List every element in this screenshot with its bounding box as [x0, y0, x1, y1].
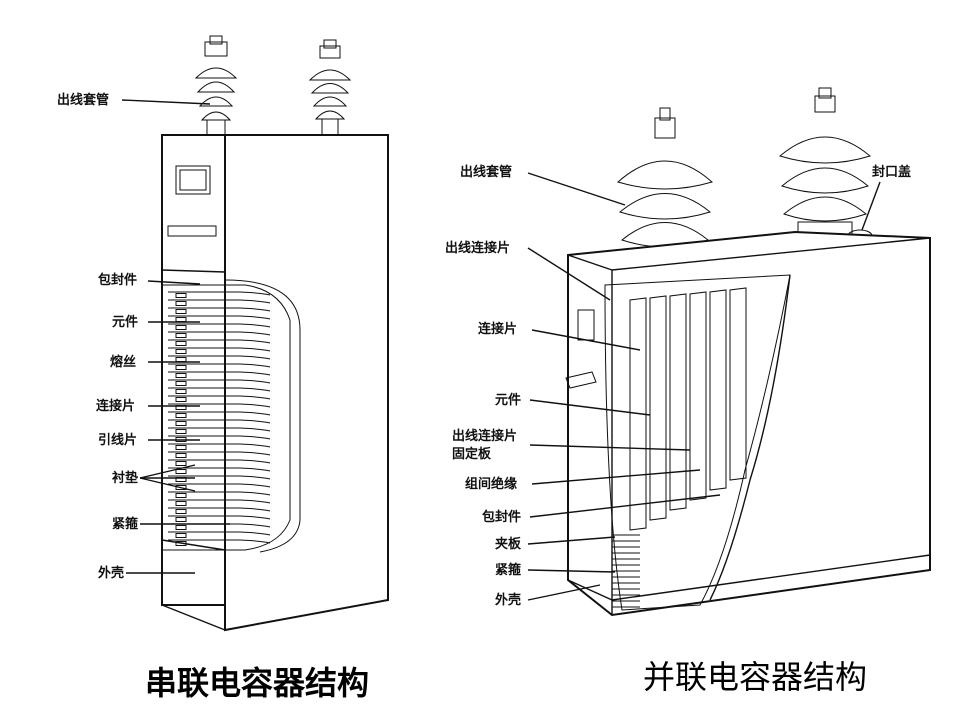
right-bushing-2: [778, 87, 873, 249]
label-clamp-left: 紧箍: [112, 516, 138, 532]
left-element-stack: [161, 279, 301, 553]
label-element-right: 元件: [495, 392, 521, 408]
label-group-insulation-right: 组间绝缘: [465, 476, 517, 492]
label-connector-right: 连接片: [478, 321, 517, 337]
label-fuse-left: 熔丝: [110, 354, 136, 370]
label-seal-cap-right: 封口盖: [872, 164, 911, 180]
left-shell: [161, 134, 389, 632]
left-bushing-1: [194, 35, 238, 136]
label-bushing-left: 出线套管: [57, 92, 109, 108]
label-shell-right: 外壳: [494, 592, 521, 608]
label-seal-right: 包封件: [482, 509, 521, 525]
label-lead-left: 引线片: [98, 432, 137, 448]
caption-series: 串联电容器结构: [145, 664, 369, 702]
label-connector-left: 连接片: [96, 398, 135, 414]
right-labels: 出线套管 封口盖 出线连接片 连接片 元件 出线连接片 固定板 组间绝缘 包封件…: [445, 164, 911, 608]
label-element-left: 元件: [112, 314, 138, 330]
left-bushing-2: [308, 39, 352, 136]
left-labels: 出线套管 包封件 元件 熔丝 连接片 引线片 衬垫 紧箍 外壳: [57, 92, 230, 581]
label-clamp-right: 紧箍: [495, 562, 521, 578]
label-splint-right: 夹板: [495, 536, 522, 552]
label-lead-connector-fixed-right: 出线连接片: [452, 428, 517, 444]
label-bushing-right: 出线套管: [460, 164, 512, 180]
series-capacitor-drawing: [161, 35, 389, 632]
label-lead-connector-right: 出线连接片: [445, 240, 510, 256]
label-shell-left: 外壳: [97, 565, 124, 581]
label-seal-left: 包封件: [98, 272, 137, 288]
label-pad-left: 衬垫: [112, 470, 138, 486]
right-shell: [565, 230, 931, 617]
caption-parallel: 并联电容器结构: [643, 658, 867, 696]
label-fixed-plate-right: 固定板: [452, 446, 492, 462]
